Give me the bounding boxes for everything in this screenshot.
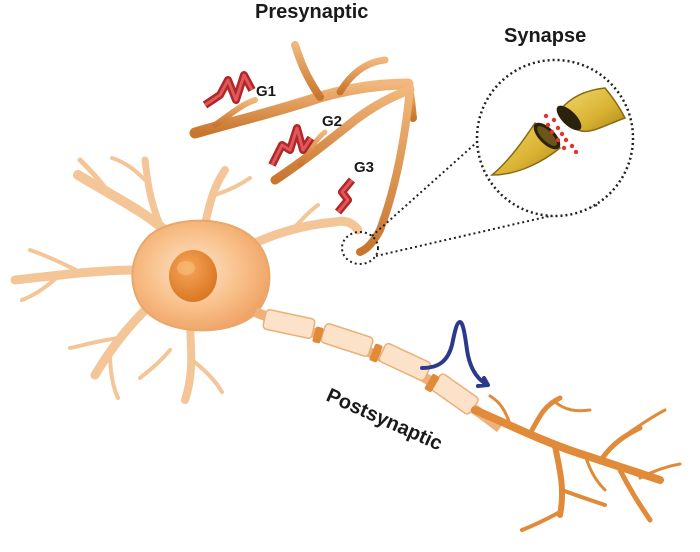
nodes-of-ranvier — [312, 326, 440, 393]
neurotransmitters — [543, 113, 579, 155]
g2-label: G2 — [322, 113, 342, 130]
presynaptic-label: Presynaptic — [255, 1, 368, 23]
postsynaptic-label: Postsynaptic — [323, 384, 446, 455]
g1-label: G1 — [256, 83, 276, 100]
axon-terminals — [471, 394, 682, 532]
input-pulse-g2 — [268, 124, 315, 167]
output-spike — [420, 320, 490, 388]
input-pulse-g1 — [202, 71, 256, 109]
nucleus — [169, 250, 217, 302]
synapse-detail — [489, 87, 627, 176]
myelin-sheaths — [262, 309, 479, 415]
synapse-source-circle — [341, 231, 379, 265]
g3-label: G3 — [354, 159, 374, 176]
synapse-label: Synapse — [504, 25, 586, 47]
presynaptic-axon-branches — [189, 41, 417, 256]
input-pulse-g3 — [334, 177, 356, 215]
